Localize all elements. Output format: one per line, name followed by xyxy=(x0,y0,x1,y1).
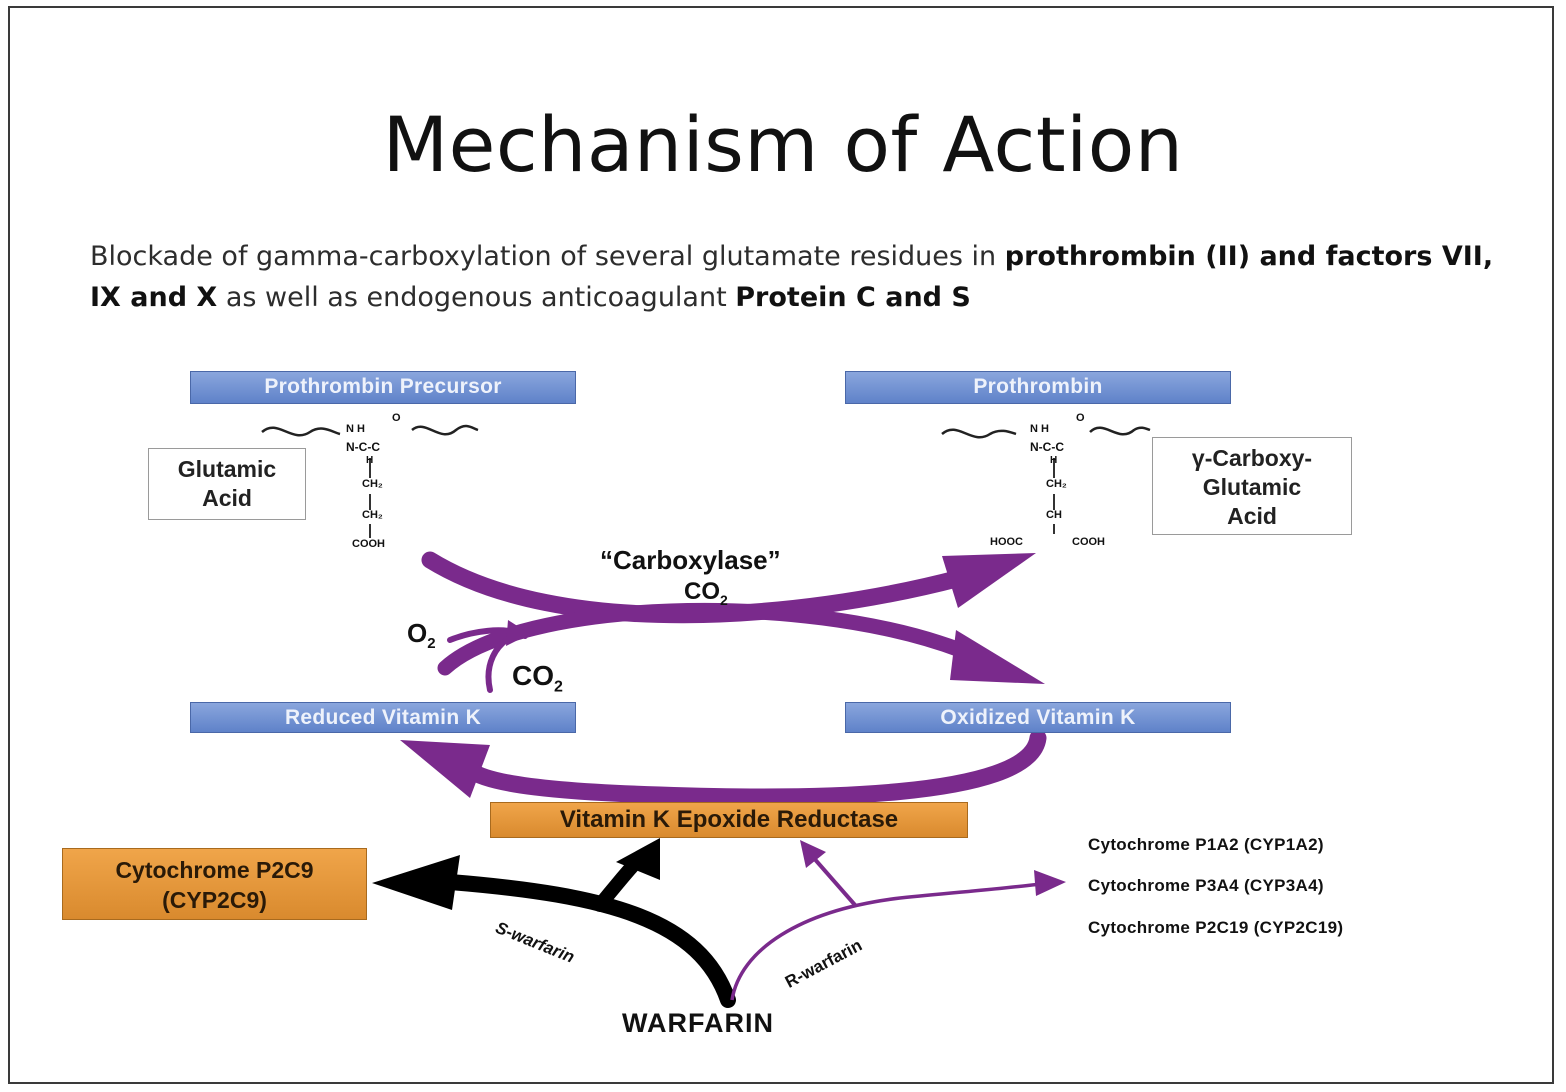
chem-left-o: O xyxy=(392,412,401,424)
s-warfarin-arrow xyxy=(442,874,736,1008)
chem-right-o: O xyxy=(1076,412,1085,424)
subtitle-bold-1: prothrombin (II) and factors VII, IX and… xyxy=(90,241,1494,313)
o2-sub: 2 xyxy=(427,635,436,653)
carboxylase-co: CO xyxy=(684,578,720,605)
glutamic-acid-line-2: Acid xyxy=(202,485,252,511)
carboxylase-arrowhead xyxy=(942,553,1036,608)
carboxylase-label: “Carboxylase” xyxy=(600,545,781,575)
carboxy-glutamic-line-2: Glutamic xyxy=(1202,474,1302,500)
co2-sub: 2 xyxy=(554,678,563,696)
oxidized-vitamin-k-box: Oxidized Vitamin K xyxy=(845,702,1231,733)
vitk-reduction-arrow xyxy=(461,729,1047,806)
cytochrome-cyp3a4: Cytochrome P3A4 (CYP3A4) xyxy=(1088,876,1324,895)
chain-squiggle-left-b xyxy=(411,424,479,436)
carboxy-glutamic-line-3: Acid xyxy=(1227,503,1277,529)
subtitle-bold-2: Protein C and S xyxy=(735,282,971,313)
chem-left-cooh: COOH xyxy=(352,538,385,550)
vitk-oxidation-arrowhead xyxy=(950,630,1045,684)
s-warfarin-arrowhead-cyp2c9 xyxy=(372,855,460,910)
chem-left-nc: N-C-C xyxy=(346,440,380,454)
slide-title: Mechanism of Action xyxy=(382,100,1184,189)
carboxy-glutamic-acid-box: γ-Carboxy- Glutamic Acid xyxy=(1152,437,1352,535)
prothrombin-box: Prothrombin xyxy=(845,371,1231,404)
chain-squiggle-right-b xyxy=(1089,426,1151,436)
chem-right-cooh: COOH xyxy=(1072,536,1105,548)
glutamic-acid-line-1: Glutamic xyxy=(177,456,277,482)
carboxylase-co2-sub: 2 xyxy=(720,591,728,608)
cyp2c9-line-2: (CYP2C9) xyxy=(162,887,267,913)
s-warfarin-arrowhead-reductase xyxy=(616,838,660,880)
glutamic-acid-box: Glutamic Acid xyxy=(148,448,306,520)
co2-label: CO2 xyxy=(512,660,563,697)
carboxy-glutamic-line-1: γ-Carboxy- xyxy=(1191,445,1313,471)
chain-squiggle-right-a xyxy=(941,428,1017,439)
chem-left-ch2-a: CH₂ xyxy=(362,478,383,490)
co2-co: CO xyxy=(512,660,554,691)
chem-right-ch: CH xyxy=(1046,509,1062,521)
o2-arrowhead xyxy=(506,620,530,646)
cyp2c9-line-1: Cytochrome P2C9 xyxy=(115,857,314,883)
reduced-vitamin-k-box: Reduced Vitamin K xyxy=(190,702,576,733)
slide-subtitle: Blockade of gamma-carboxylation of sever… xyxy=(90,236,1510,318)
o2-label: O2 xyxy=(407,618,436,652)
s-warfarin-branch xyxy=(593,855,643,912)
subtitle-text-2: as well as endogenous anticoagulant xyxy=(217,282,736,313)
cytochrome-cyp2c19: Cytochrome P2C19 (CYP2C19) xyxy=(1088,918,1344,937)
r-warfarin-branch xyxy=(810,854,857,907)
vitk-oxidation-arrow xyxy=(437,602,968,676)
r-warfarin-arrow xyxy=(730,882,1041,1001)
chem-left-nh: N H xyxy=(346,423,365,435)
o2-o: O xyxy=(407,618,428,648)
chem-right-h: H xyxy=(1050,455,1058,466)
vitk-reduction-arrowhead xyxy=(400,740,490,798)
chem-right-nc: N-C-C xyxy=(1030,440,1064,454)
prothrombin-precursor-box: Prothrombin Precursor xyxy=(190,371,576,404)
r-warfarin-arrowhead-reductase xyxy=(800,840,826,868)
subtitle-text-1: Blockade of gamma-carboxylation of sever… xyxy=(90,241,1005,272)
cyp2c9-box: Cytochrome P2C9 (CYP2C9) xyxy=(62,848,367,920)
chem-left-h: H xyxy=(366,455,374,466)
chem-right-hooc: HOOC xyxy=(990,536,1023,548)
r-warfarin-arrowhead-cyp xyxy=(1034,870,1066,896)
chem-left-ch2-b: CH₂ xyxy=(362,509,383,521)
carboxylase-co2-label: CO2 xyxy=(684,578,728,608)
chain-squiggle-left-a xyxy=(261,426,341,437)
chem-right-ch2: CH₂ xyxy=(1046,478,1067,490)
chem-right-nh: N H xyxy=(1030,423,1049,435)
epoxide-reductase-box: Vitamin K Epoxide Reductase xyxy=(490,802,968,838)
cytochrome-cyp1a2: Cytochrome P1A2 (CYP1A2) xyxy=(1088,835,1324,854)
slide-frame xyxy=(8,6,1554,1084)
warfarin-label: WARFARIN xyxy=(622,1008,774,1038)
